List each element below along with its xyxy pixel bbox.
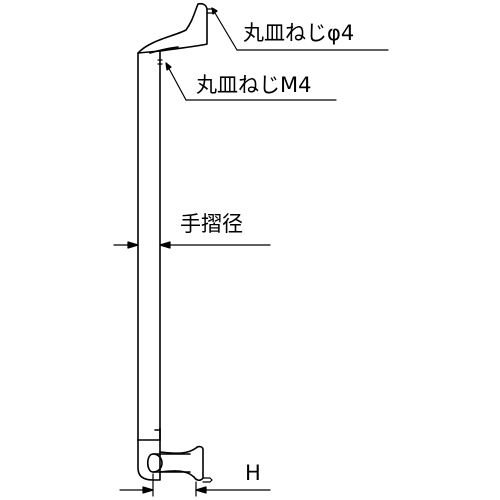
label-screw-phi4: 丸皿ねじφ4 (243, 21, 355, 45)
lower-bracket (137, 427, 204, 482)
lower-screw (202, 477, 213, 483)
upper-bracket (137, 2, 208, 54)
leader-screw-m4 (165, 62, 337, 101)
handrail-pole (137, 50, 161, 441)
dimension-height (119, 473, 271, 497)
leader-screw-phi4 (211, 7, 389, 51)
dimension-handrail-diameter (113, 241, 271, 249)
label-screw-m4: 丸皿ねじM4 (196, 73, 312, 97)
label-handrail-diameter: 手摺径 (180, 212, 243, 236)
label-height: H (245, 461, 261, 485)
